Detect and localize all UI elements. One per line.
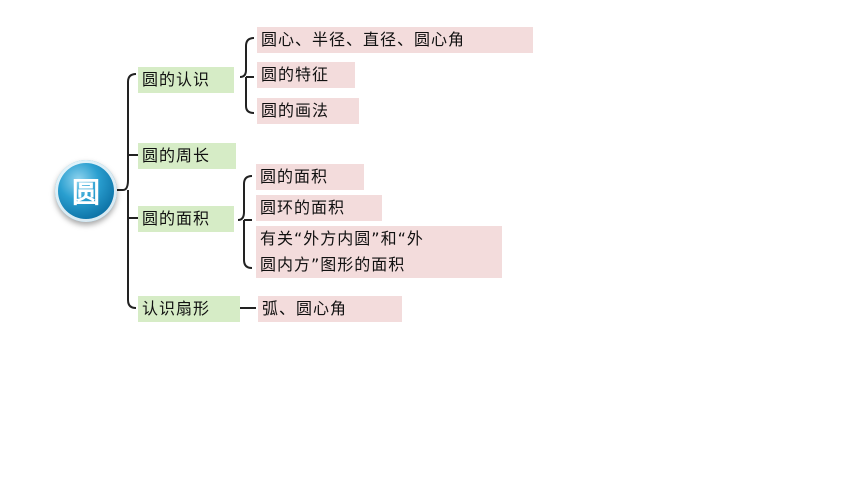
leaf-node-3-3: 有关“外方内圆”和“外 圆内方”图形的面积 xyxy=(256,226,502,278)
leaf-node-3-2: 圆环的面积 xyxy=(256,195,382,221)
leaf-node-3-3-line-2: 圆内方”图形的面积 xyxy=(260,255,406,274)
leaf-node-1-3: 圆的画法 xyxy=(257,98,359,124)
branch-node-3: 圆的面积 xyxy=(138,206,234,232)
leaf-node-1-2: 圆的特征 xyxy=(257,62,355,88)
leaf-node-3-1: 圆的面积 xyxy=(256,164,364,190)
branch-node-1: 圆的认识 xyxy=(138,67,234,93)
branch-node-2: 圆的周长 xyxy=(138,143,236,169)
leaf-node-1-1: 圆心、半径、直径、圆心角 xyxy=(257,27,533,53)
root-node: 圆 xyxy=(55,160,117,222)
bracket-branch-1 xyxy=(239,37,255,114)
leaf-node-4-1: 弧、圆心角 xyxy=(258,296,402,322)
branch-node-4: 认识扇形 xyxy=(138,296,240,322)
leaf-node-3-3-line-1: 有关“外方内圆”和“外 xyxy=(260,229,424,248)
root-label: 圆 xyxy=(71,176,100,209)
bracket-branch-3 xyxy=(237,175,253,269)
main-bracket xyxy=(117,73,138,309)
